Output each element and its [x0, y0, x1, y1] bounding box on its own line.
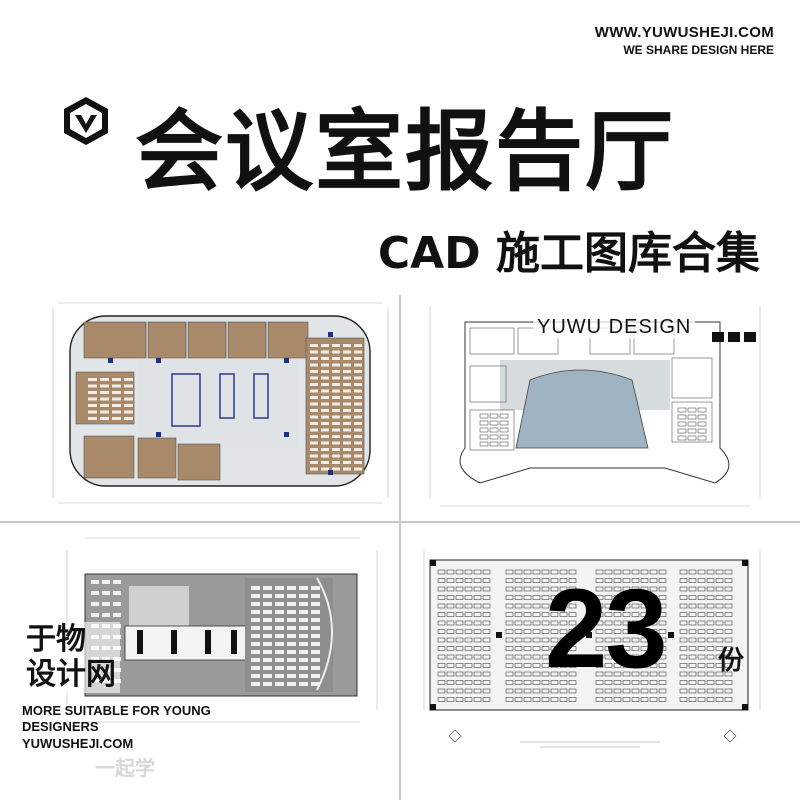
site-slogan: WE SHARE DESIGN HERE: [623, 43, 774, 57]
brand-tagline: MORE SUITABLE FOR YOUNG DESIGNERS YUWUSH…: [22, 703, 211, 752]
site-url: WWW.YUWUSHEJI.COM: [594, 24, 774, 41]
drawing-count-unit: 份: [718, 646, 745, 676]
v-hexagon-logo-icon: [60, 95, 112, 147]
tagline-line-2: DESIGNERS: [22, 719, 99, 735]
brand-line-1: 于物: [26, 622, 86, 657]
brand-line-2: 设计网: [26, 657, 116, 693]
drawing-count: 23: [545, 566, 668, 691]
ellipsis-dots-icon: [712, 327, 760, 342]
brand-name: 于物 设计网: [22, 622, 120, 693]
tagline-line-3: YUWUSHEJI.COM: [22, 735, 134, 751]
panel-divider-vertical: [399, 295, 401, 800]
site-url-block: WWW.YUWUSHEJI.COM WE SHARE DESIGN HERE: [595, 24, 774, 57]
panel-divider-horizontal: [0, 521, 800, 523]
floor-plan-seating: [410, 540, 780, 770]
floor-plan-gray: [55, 530, 390, 730]
page-subtitle: CAD 施工图库合集: [377, 228, 760, 279]
watermark-text: 一起学: [95, 756, 155, 780]
floor-plan-colored: [48, 298, 393, 508]
design-label: YUWU DESIGN: [533, 316, 696, 339]
tagline-line-1: MORE SUITABLE FOR YOUNG: [22, 703, 211, 718]
page-title: 会议室报告厅: [135, 100, 676, 203]
